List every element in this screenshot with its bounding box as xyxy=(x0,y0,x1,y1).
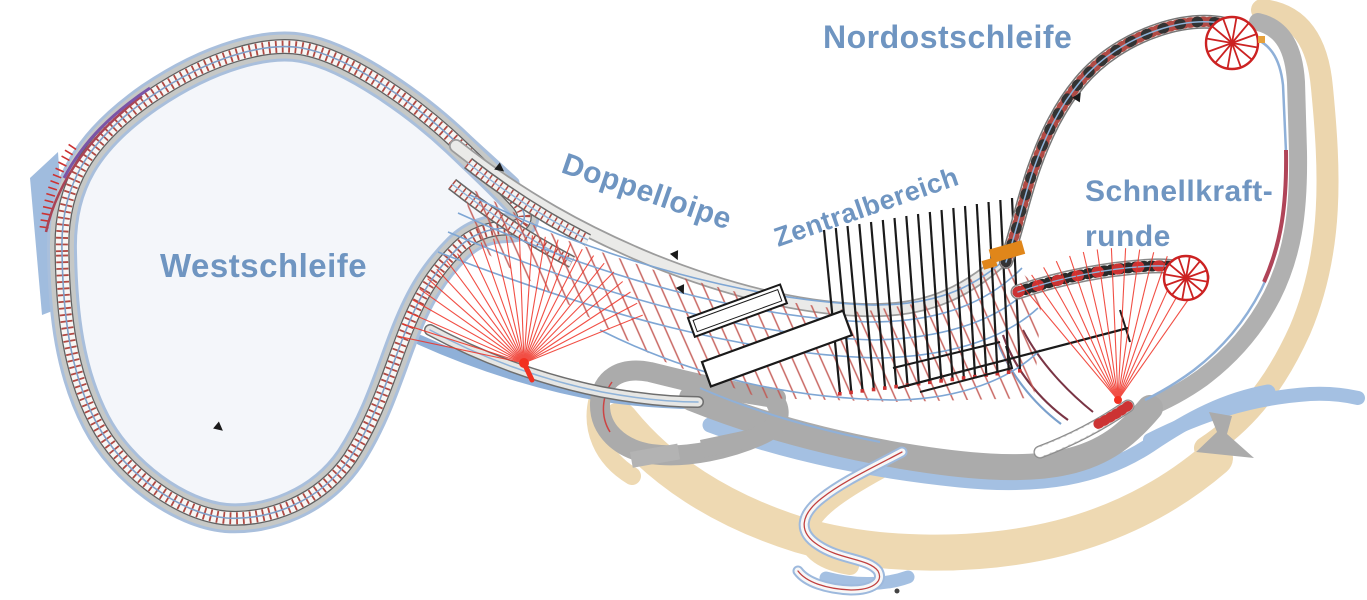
wheel-north-dot xyxy=(1258,36,1265,43)
fan-schnellkraft xyxy=(1019,248,1206,401)
connector-track xyxy=(424,324,704,408)
label-schnellkraft-line2: runde xyxy=(1085,220,1171,253)
start-ramp-ladder xyxy=(1033,399,1135,459)
central-hatch xyxy=(465,185,1042,402)
westschleife-track xyxy=(46,31,540,534)
carousel-wheel-north xyxy=(1204,15,1260,71)
fan-west xyxy=(398,235,643,364)
label-zentralbereich: Zentralbereich xyxy=(770,161,962,252)
carousel-wheel-schnellkraft xyxy=(1162,254,1210,302)
fan-west-tail xyxy=(521,360,535,383)
label-westschleife: Westschleife xyxy=(160,247,367,284)
road-p-loop xyxy=(590,360,789,466)
road-funnel xyxy=(1196,412,1254,458)
road-end-marker xyxy=(894,588,900,594)
orange-marker xyxy=(981,240,1026,270)
direction-arrows xyxy=(213,92,1081,431)
stadium-roads xyxy=(590,13,1308,481)
road-right-edge xyxy=(1136,13,1308,418)
road-s-curve xyxy=(792,446,908,596)
buildings xyxy=(686,283,1131,393)
west-outer-marks xyxy=(39,86,151,233)
fan-schnellkraft-apex xyxy=(1114,396,1122,404)
label-schnellkraft-line1: Schnellkraft- xyxy=(1085,175,1273,208)
label-nordostschleife: Nordostschleife xyxy=(823,19,1072,55)
road-tabs xyxy=(630,428,758,468)
